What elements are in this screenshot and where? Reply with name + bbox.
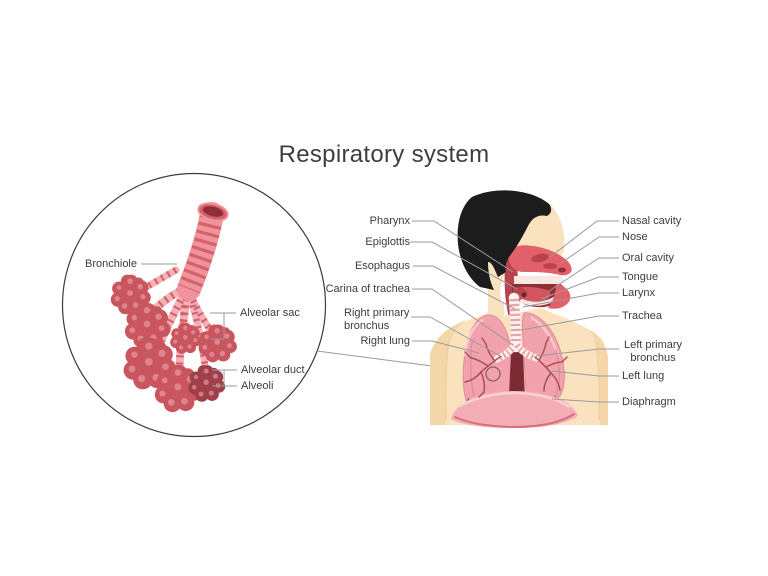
human-figure (430, 190, 608, 429)
right-arm-shade (590, 330, 608, 425)
bronchiole-illustration (110, 202, 237, 413)
label-diaphragm: Diaphragm (622, 396, 676, 408)
label-carina-of-trachea: Carina of trachea (325, 283, 410, 295)
lung-marker-circle (485, 366, 501, 382)
page-title: Respiratory system (278, 141, 490, 168)
label-left-primary-bronchus: Left primary bronchus (623, 339, 683, 364)
label-nasal-cavity: Nasal cavity (622, 215, 682, 227)
left-lung-shape (521, 312, 565, 406)
label-pharynx: Pharynx (369, 215, 410, 227)
label-epiglottis: Epiglottis (365, 236, 410, 248)
label-left-lung: Left lung (622, 370, 665, 382)
palate-teeth (514, 276, 564, 284)
label-alveolar-duct: Alveolar duct (241, 364, 305, 376)
label-esophagus: Esophagus (354, 260, 410, 272)
label-trachea: Trachea (622, 310, 662, 322)
label-nose: Nose (622, 231, 648, 243)
leader-lines (141, 220, 619, 403)
label-alveoli: Alveoli (241, 380, 274, 392)
left-arm-shade (430, 320, 466, 425)
label-oral-cavity: Oral cavity (622, 252, 674, 264)
label-right-primary-bronchus: Right primary bronchus (344, 307, 410, 332)
diaphragm-shape (451, 391, 578, 429)
label-tongue: Tongue (622, 271, 659, 283)
bronchial-tree (464, 336, 568, 398)
head-hair (457, 190, 552, 290)
bronchiole-opening (197, 202, 229, 222)
bronchiole-tube (177, 202, 229, 301)
label-alveolar-sac: Alveolar sac (240, 307, 300, 319)
label-right-lung: Right lung (360, 335, 410, 347)
label-larynx: Larynx (622, 287, 656, 299)
label-bronchiole: Bronchiole (85, 258, 137, 270)
nasal-cavity-nose (508, 245, 572, 276)
